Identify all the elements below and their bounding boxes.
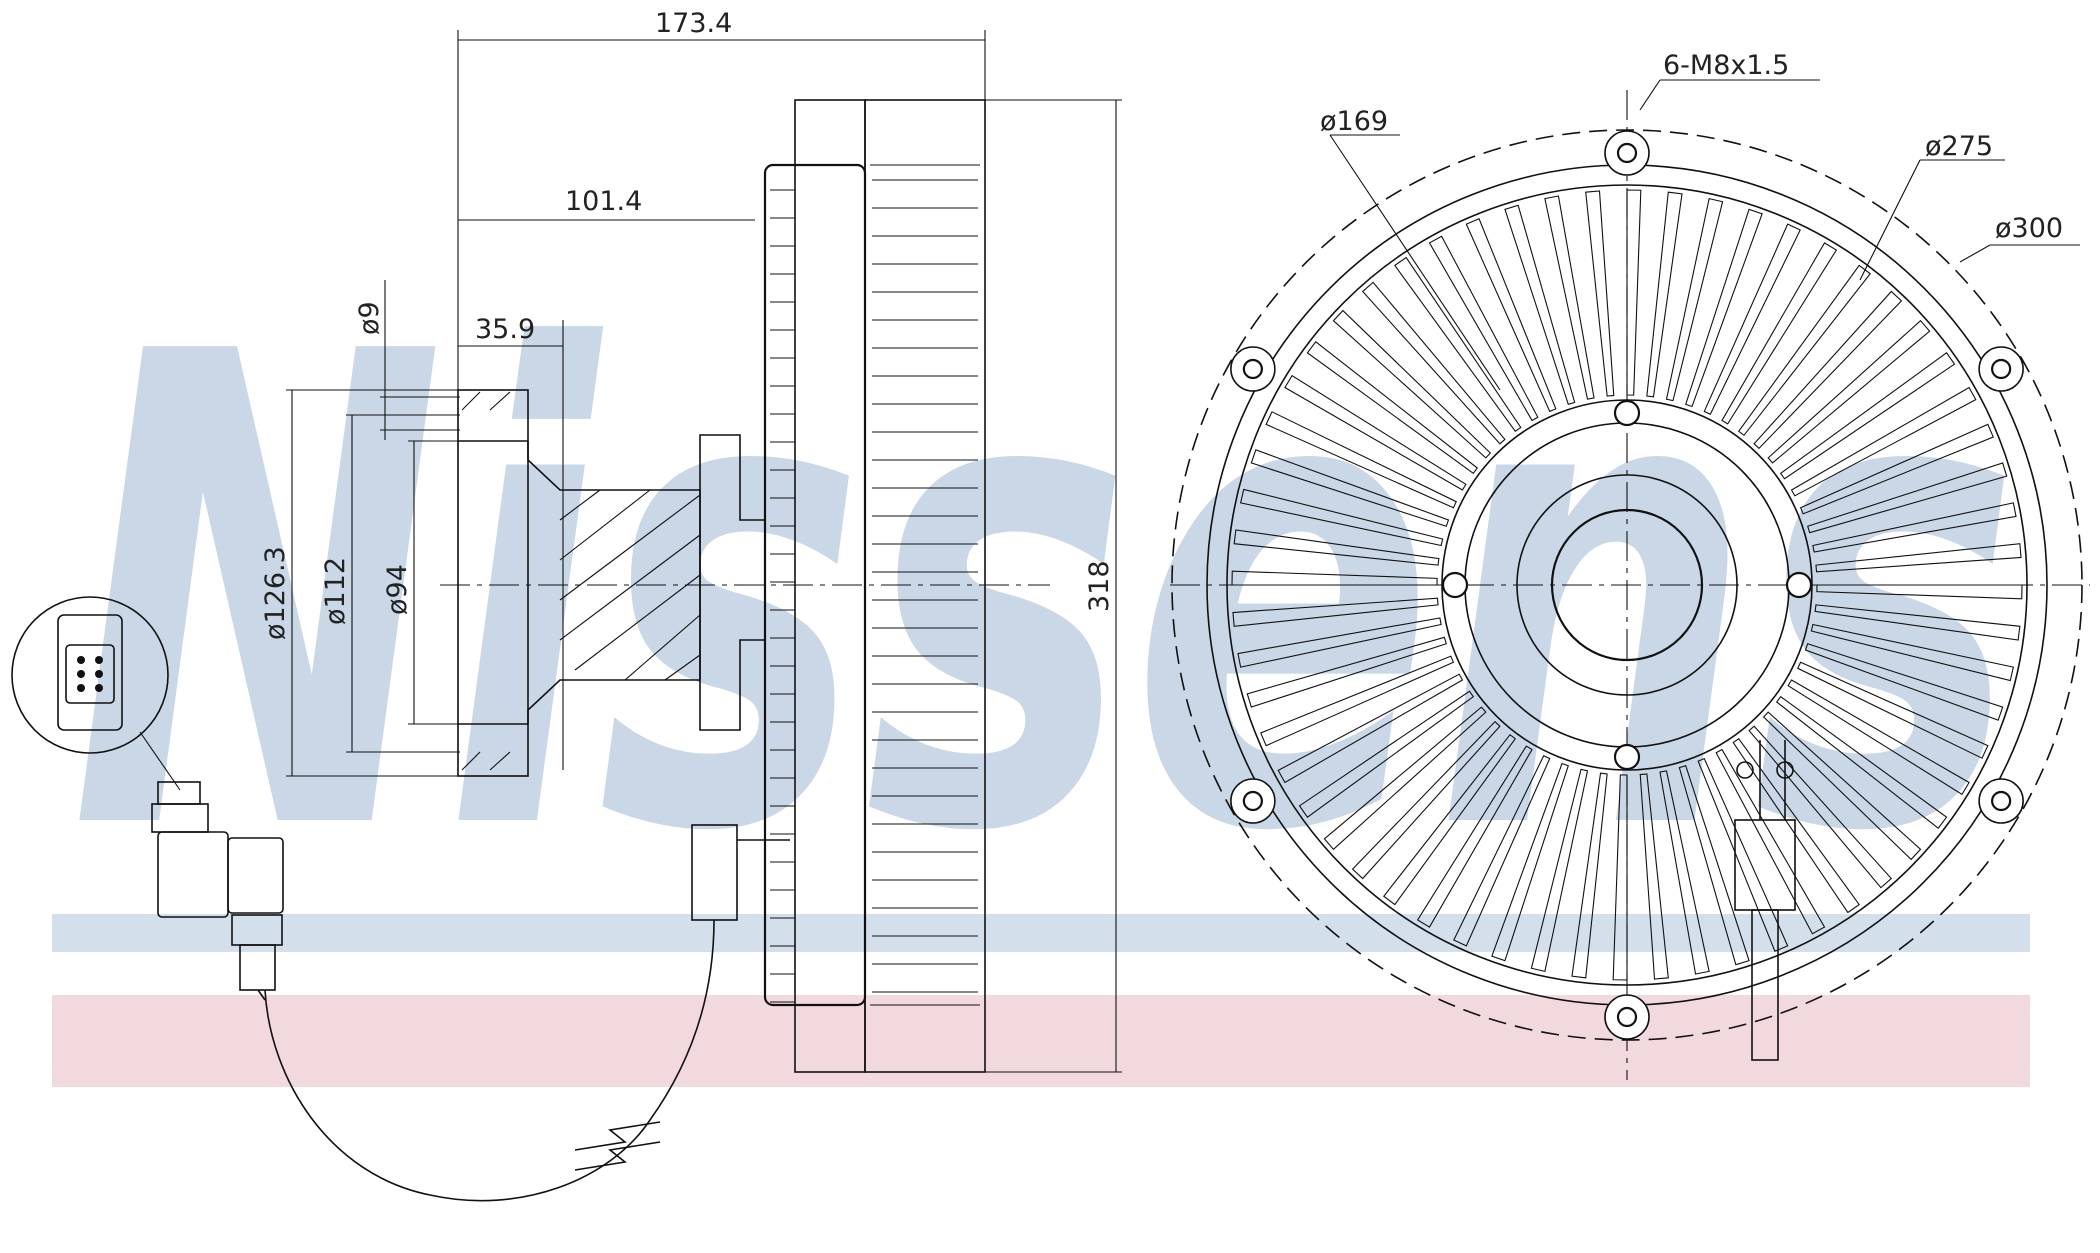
radial-fin <box>1351 720 1501 880</box>
blue-band <box>52 914 2030 952</box>
radial-fin <box>1453 755 1551 947</box>
radial-fin <box>1277 673 1464 784</box>
radial-fin <box>1361 281 1506 445</box>
radial-fin <box>1797 661 1989 759</box>
mount-hole <box>1616 142 1638 164</box>
dim-flange-outer: ø126.3 <box>260 546 291 640</box>
radial-fin <box>1626 189 1642 396</box>
radial-fin <box>1465 218 1557 413</box>
radial-fin <box>1544 195 1595 400</box>
watermark-logo: Nissens <box>70 218 2020 974</box>
dim-hub-pcd: ø169 <box>1320 106 1388 137</box>
radial-fin <box>1737 264 1871 437</box>
mount-boss <box>1230 346 1276 392</box>
radial-fin <box>1232 597 1439 627</box>
mount-hole <box>1242 358 1263 380</box>
radial-fin <box>1491 762 1569 962</box>
hub-bolt <box>1785 571 1813 599</box>
mount-hole <box>1991 790 2012 812</box>
dim-step: ø9 <box>354 301 385 335</box>
side-view <box>264 30 1122 1202</box>
radial-fin <box>1639 773 1669 980</box>
radial-fin <box>1810 623 2015 682</box>
mount-boss <box>1604 130 1650 176</box>
radial-fin <box>1775 695 1948 829</box>
radial-fin <box>1804 643 2004 721</box>
dim-hub-to-face: 101.4 <box>565 186 642 217</box>
radial-fin <box>1239 488 1444 547</box>
radial-fin <box>1753 290 1903 450</box>
radial-fin <box>1571 772 1608 979</box>
radial-fin <box>1394 256 1522 433</box>
radial-fin <box>1697 757 1789 952</box>
cable-break-icon <box>574 1121 661 1171</box>
radial-fin <box>1665 197 1724 402</box>
radial-fin <box>1816 584 2023 600</box>
dim-mount-pcd: ø275 <box>1925 131 1993 162</box>
hub-bolt <box>1613 743 1641 771</box>
dim-flange-inner: ø94 <box>382 564 413 615</box>
radial-fin <box>1721 242 1838 425</box>
radial-fin <box>1428 235 1539 422</box>
radial-fin <box>1678 765 1750 966</box>
mount-hole <box>1616 1006 1638 1028</box>
radial-fin <box>1530 768 1589 973</box>
connector-plug <box>151 781 284 1001</box>
radial-fin <box>1298 690 1475 818</box>
radial-fin <box>1504 204 1576 405</box>
mount-boss <box>1230 778 1276 824</box>
radial-fin <box>1732 737 1860 914</box>
pink-band <box>52 995 2030 1087</box>
radial-fin <box>1685 208 1763 408</box>
connector-pin-face-icon <box>11 596 181 791</box>
radial-fin <box>1284 374 1467 491</box>
dim-overall-height: 318 <box>1084 560 1115 612</box>
dim-flange-pcd: ø112 <box>320 557 351 625</box>
radial-fin <box>1246 636 1447 708</box>
hub-bolt <box>1613 399 1641 427</box>
radial-fin <box>1659 770 1710 975</box>
radial-fin <box>1715 748 1826 935</box>
radial-fin <box>1646 191 1683 398</box>
dim-outer-diameter: ø300 <box>1995 213 2063 244</box>
radial-fin <box>1231 570 1438 586</box>
radial-fin <box>1790 386 1977 497</box>
radial-fin <box>1799 423 1994 515</box>
radial-fin <box>1250 449 1450 527</box>
radial-fin <box>1585 190 1615 397</box>
mount-hole <box>1991 358 2012 380</box>
radial-fin <box>1260 655 1455 747</box>
dim-overall-depth: 173.4 <box>655 8 732 39</box>
radial-fin <box>1332 309 1492 459</box>
radial-fin <box>1416 745 1533 928</box>
radial-fin <box>1612 774 1628 981</box>
radial-fin <box>1703 223 1801 415</box>
radial-fin <box>1767 319 1931 464</box>
dim-bolt-holes: 6-M8x1.5 <box>1663 50 1789 81</box>
radial-fin <box>1762 711 1922 861</box>
mount-hole <box>1242 790 1263 812</box>
radial-fin <box>1323 706 1487 851</box>
radial-fin <box>1815 543 2022 573</box>
radial-fin <box>1306 341 1479 475</box>
radial-fin <box>1233 529 1440 566</box>
mount-boss <box>1978 346 2024 392</box>
mount-boss <box>1978 778 2024 824</box>
front-view <box>1170 79 2090 1080</box>
mount-boss <box>1604 994 1650 1040</box>
radial-fin <box>1237 617 1442 668</box>
radial-fin <box>1383 733 1517 906</box>
radial-fin <box>1812 502 2017 553</box>
radial-fin <box>1265 411 1457 509</box>
hub-bolt <box>1441 571 1469 599</box>
radial-fin <box>1779 352 1956 480</box>
radial-fin <box>1748 725 1893 889</box>
radial-fin <box>1787 679 1970 796</box>
dim-flange-thickness: 35.9 <box>475 314 535 345</box>
radial-fin <box>1807 462 2008 534</box>
radial-fin <box>1814 604 2021 641</box>
